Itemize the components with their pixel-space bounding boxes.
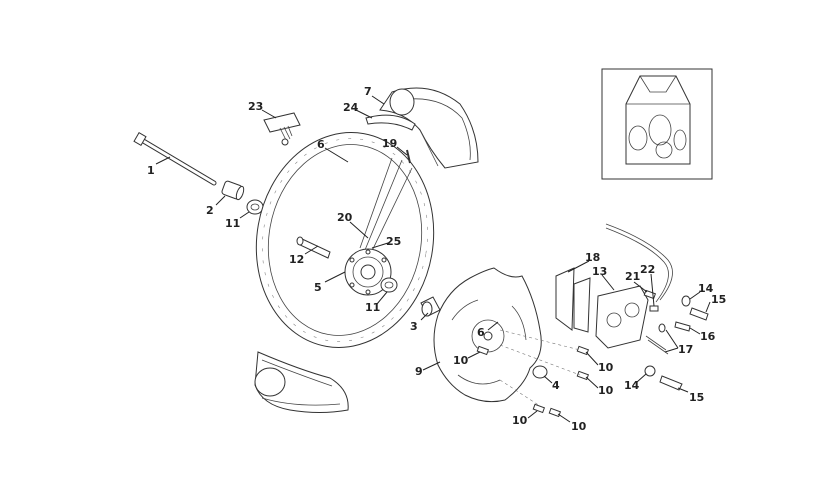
callout-22: 22 [640, 263, 655, 276]
leader-lines [155, 95, 711, 423]
axle [133, 131, 217, 186]
callout-4: 4 [552, 379, 560, 392]
wheel-bearing-left [246, 199, 264, 215]
callout-13: 13 [592, 265, 607, 278]
callout-11: 11 [365, 301, 380, 314]
callout-5: 5 [314, 281, 322, 294]
spokes [359, 157, 413, 256]
callout-14: 14 [698, 282, 714, 295]
spacer-right [420, 296, 441, 317]
washer-lower [644, 365, 656, 377]
callout-15: 15 [711, 293, 726, 306]
brake-pads [555, 267, 591, 333]
callout-16: 16 [700, 330, 716, 343]
valve [406, 149, 411, 164]
callout-1: 1 [147, 164, 155, 177]
clips [645, 323, 669, 355]
callout-10: 10 [598, 384, 614, 397]
inset-kit-bag [601, 68, 713, 180]
washer-upper [681, 295, 691, 307]
callout-7: 7 [364, 85, 372, 98]
callout-10: 10 [598, 361, 614, 374]
tire-lower [254, 351, 349, 413]
callout-3: 3 [410, 320, 418, 333]
rim-lock [263, 112, 301, 146]
bleeder-cap [649, 305, 659, 312]
nut [532, 365, 548, 379]
callout-2: 2 [206, 204, 214, 217]
bolt-upper [689, 307, 709, 321]
callout-6: 6 [317, 138, 325, 151]
hub [344, 248, 392, 296]
bolt-lower [659, 375, 683, 391]
pin [674, 321, 691, 332]
callout-21: 21 [625, 270, 640, 283]
bleeder-valve [643, 289, 657, 300]
callout-12: 12 [289, 253, 304, 266]
callout-15: 15 [689, 391, 704, 404]
callout-labels: 1 2 11 12 5 11 6 23 7 24 19 20 25 3 6 10… [147, 85, 726, 433]
callout-19: 19 [382, 137, 397, 150]
callout-10: 10 [453, 354, 469, 367]
brake-line [605, 223, 673, 303]
brake-disc [433, 267, 542, 403]
wheel-bearing-right [380, 277, 398, 293]
callout-14: 14 [624, 379, 640, 392]
callout-23: 23 [248, 100, 263, 113]
callout-25: 25 [386, 235, 401, 248]
axle-spacer [221, 180, 245, 201]
tire-upper [379, 87, 479, 169]
callout-18: 18 [585, 251, 600, 264]
callout-11: 11 [225, 217, 240, 230]
callout-6: 6 [477, 326, 485, 339]
callout-17: 17 [678, 343, 693, 356]
callout-20: 20 [337, 211, 353, 224]
rim [255, 132, 435, 348]
disc-bolts [476, 329, 590, 418]
callout-10: 10 [571, 420, 587, 433]
callout-10: 10 [512, 414, 528, 427]
callout-9: 9 [415, 365, 423, 378]
callout-24: 24 [343, 101, 359, 114]
inner-tube-upper [365, 114, 416, 131]
brake-caliper [595, 285, 649, 349]
